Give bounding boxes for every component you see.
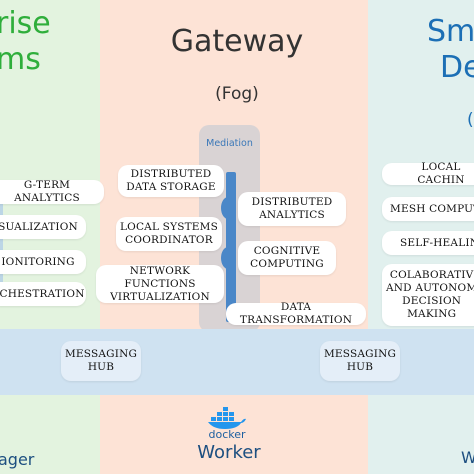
smart-devices-title-line2: De — [440, 50, 474, 85]
mesh-computing-box: MESH COMPUT — [382, 197, 474, 221]
messaging-hub-left: MESSAGING HUB — [61, 341, 141, 381]
self-healing-box: SELF-HEALIN — [382, 231, 474, 255]
distributed-analytics-box: DISTRIBUTED ANALYTICS — [238, 192, 346, 226]
docker-logo-text: docker — [208, 428, 246, 441]
distributed-data-storage-box: DISTRIBUTED DATA STORAGE — [118, 165, 224, 197]
left-connector — [0, 183, 3, 303]
monitoring-box: IONITORING — [0, 250, 86, 274]
smart-devices-title-line1: Sma — [427, 14, 474, 49]
data-transformation-box: DATA TRANSFORMATION — [226, 301, 366, 326]
gateway-subtitle: (Fog) — [215, 84, 259, 104]
local-caching-box: LOCAL CACHIN — [382, 161, 474, 186]
docker-whale-icon — [208, 407, 246, 429]
orchestration-box: RCHESTRATION — [0, 282, 86, 306]
enterprise-title-line1: rise — [0, 6, 51, 41]
messaging-hub-right: MESSAGING HUB — [320, 341, 400, 381]
long-term-analytics-box: G-TERM ANALYTICS — [0, 179, 104, 204]
mediation-bus — [226, 172, 236, 322]
network-functions-virtualization-box: NETWORK FUNCTIONS VIRTUALIZATION — [96, 265, 224, 303]
enterprise-title-line2: ms — [0, 42, 41, 77]
bus-connector — [221, 197, 235, 219]
gateway-footer: Worker — [197, 442, 261, 463]
collaborative-decision-making-box: COLABORATIV AND AUTONOM DECISION MAKING — [382, 264, 474, 326]
gateway-title: Gateway — [170, 24, 304, 59]
bus-connector — [221, 247, 235, 269]
smart-devices-title-line3: ( — [467, 110, 474, 130]
cognitive-computing-box: COGNITIVE COMPUTING — [238, 241, 336, 275]
smart-devices-footer: W — [461, 448, 474, 467]
enterprise-footer: ager — [0, 450, 35, 469]
visualization-box: SUALIZATION — [0, 215, 86, 239]
mediation-label: Mediation — [206, 138, 253, 149]
local-systems-coordinator-box: LOCAL SYSTEMS COORDINATOR — [116, 217, 222, 251]
